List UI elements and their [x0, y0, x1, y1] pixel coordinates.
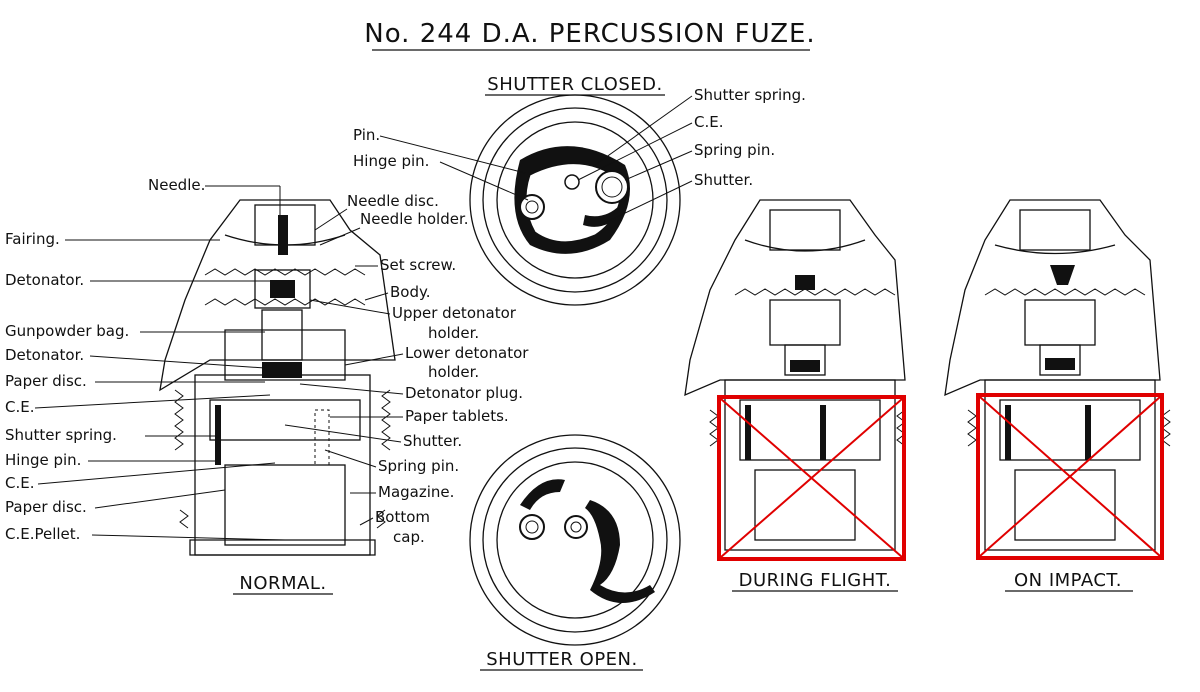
label-ce-upper: C.E. — [5, 398, 35, 416]
caption-during-flight: DURING FLIGHT. — [739, 570, 892, 591]
label-needle-holder: Needle holder. — [360, 210, 469, 228]
on-impact-drawing — [944, 199, 1171, 551]
label-needle: Needle. — [148, 176, 205, 194]
label-ce-pellet: C.E.Pellet. — [5, 525, 80, 543]
label-shutter: Shutter. — [403, 432, 462, 450]
label-lower-detonator-holder: holder. — [428, 363, 479, 381]
normal-fuze-drawing — [159, 199, 396, 556]
label-fairing: Fairing. — [5, 230, 60, 248]
during-flight-drawing — [684, 199, 906, 551]
label-detonator-plug: Detonator plug. — [405, 384, 523, 402]
normal-right-labels: Needle disc. Needle holder. Set screw. B… — [284, 192, 529, 546]
label-needle-disc: Needle disc. — [347, 192, 439, 210]
label-shutter-closed: Shutter. — [694, 171, 753, 189]
label-body: Body. — [390, 283, 431, 301]
label-detonator-lower: Detonator. — [5, 346, 84, 364]
caption-normal: NORMAL. — [239, 573, 326, 594]
label-shutter-spring-closed: Shutter spring. — [694, 86, 806, 104]
label-ce-closed: C.E. — [694, 113, 724, 131]
caption-shutter-open: SHUTTER OPEN. — [486, 649, 638, 670]
label-hinge-pin-closed: Hinge pin. — [353, 152, 429, 170]
label-gunpowder-bag: Gunpowder bag. — [5, 322, 129, 340]
label-paper-tablets: Paper tablets. — [405, 407, 509, 425]
during-flight-crossout — [717, 395, 906, 561]
label-spring-pin-closed: Spring pin. — [694, 141, 775, 159]
label-paper-disc-upper: Paper disc. — [5, 372, 87, 390]
normal-left-labels: Needle. Fairing. Detonator. Gunpowder ba… — [5, 176, 286, 543]
label-lower-detonator: Lower detonator — [405, 344, 529, 362]
label-ce-lower: C.E. — [5, 474, 35, 492]
on-impact-crossout — [976, 393, 1164, 560]
caption-on-impact: ON IMPACT. — [1014, 570, 1122, 591]
label-pin: Pin. — [353, 126, 380, 144]
label-set-screw: Set screw. — [380, 256, 456, 274]
label-detonator-upper: Detonator. — [5, 271, 84, 289]
shutter-open-drawing — [469, 434, 681, 646]
label-upper-detonator: Upper detonator — [392, 304, 517, 322]
label-paper-disc-lower: Paper disc. — [5, 498, 87, 516]
shutter-closed-drawing — [469, 94, 681, 306]
caption-shutter-closed: SHUTTER CLOSED. — [487, 74, 662, 95]
label-shutter-spring: Shutter spring. — [5, 426, 117, 444]
label-bottom: Bottom — [375, 508, 430, 526]
shutter-closed-labels: Pin. Hinge pin. Shutter spring. C.E. Spr… — [353, 86, 806, 226]
diagram-title: No. 244 D.A. PERCUSSION FUZE. — [364, 19, 815, 49]
label-spring-pin: Spring pin. — [378, 457, 459, 475]
label-hinge-pin: Hinge pin. — [5, 451, 81, 469]
label-upper-detonator-holder: holder. — [428, 324, 479, 342]
label-magazine: Magazine. — [378, 483, 454, 501]
label-cap: cap. — [393, 528, 425, 546]
